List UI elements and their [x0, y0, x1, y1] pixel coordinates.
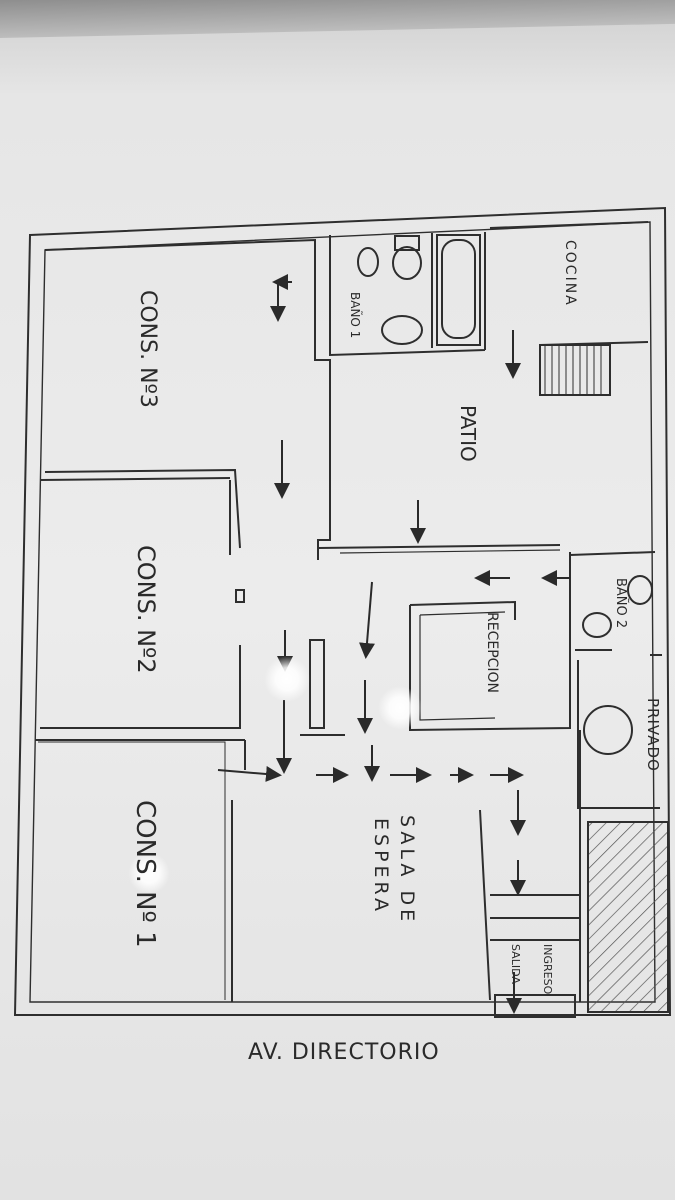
privado-table [583, 705, 633, 755]
wall-cons3 [44, 238, 316, 549]
label-cocina: COCINA [562, 240, 578, 307]
wall-bano1 [329, 232, 486, 357]
glare-spot [378, 686, 422, 730]
label-sala-line2: ESPERA [370, 818, 392, 915]
wall-sala [479, 730, 581, 1002]
label-recepcion: RECEPCION [484, 612, 500, 694]
wall-privado [577, 654, 662, 809]
label-bano1: BAÑO 1 [348, 292, 362, 339]
glare-spot [128, 852, 170, 894]
bathtub [436, 234, 481, 346]
column [309, 639, 325, 729]
label-cons3: CONS. Nº3 [135, 290, 160, 408]
toilet [392, 246, 422, 280]
outer-wall [13, 206, 672, 1016]
wall-cons2 [39, 477, 241, 729]
label-bano2: BAÑO 2 [613, 578, 628, 629]
label-privado: PRIVADO [644, 698, 662, 772]
wall-patio-bottom [317, 544, 561, 549]
wall-bano2 [569, 551, 656, 651]
wall-cons1 [35, 739, 246, 1002]
label-ingreso: INGRESO [541, 944, 554, 995]
circulation-arrows [217, 274, 570, 1014]
toilet2 [582, 612, 612, 638]
label-sala-line1: SALA DE [396, 815, 418, 926]
glare-spot [264, 656, 310, 702]
label-cons2: CONS. Nº2 [132, 545, 160, 674]
bidet [357, 247, 379, 277]
inner-wall [29, 221, 656, 1003]
label-patio: PATIO [456, 405, 480, 462]
sink2 [627, 575, 653, 605]
street-label: AV. DIRECTORIO [248, 1040, 440, 1065]
label-cons1: CONS. Nº 1 [130, 800, 160, 948]
entrance-steps [494, 994, 576, 1018]
sink [381, 315, 423, 345]
hatched-area [587, 821, 669, 1013]
wall-recepcion [409, 552, 571, 732]
wall-patio-left [314, 240, 331, 560]
stairs-top [539, 344, 611, 396]
label-salida: SALIDA [509, 944, 522, 984]
